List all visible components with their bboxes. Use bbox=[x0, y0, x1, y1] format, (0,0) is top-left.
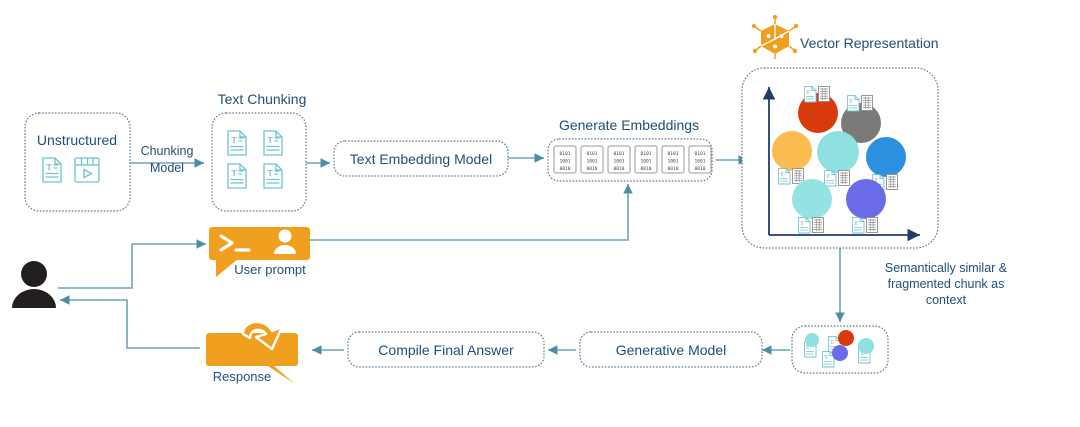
vector-representation-label: Vector Representation bbox=[800, 35, 939, 51]
node-generate-embeddings[interactable]: Generate Embeddings 0101 1001 0010 0101 … bbox=[547, 117, 713, 182]
unstructured-label: Unstructured bbox=[37, 132, 117, 148]
generative-model-label: Generative Model bbox=[616, 342, 727, 358]
svg-text:0101: 0101 bbox=[640, 151, 651, 157]
svg-text:0010: 0010 bbox=[694, 166, 705, 172]
reply-bubble-icon bbox=[206, 320, 298, 384]
svg-text:Chunking: Chunking bbox=[141, 144, 194, 158]
svg-text:Semantically similar &: Semantically similar & bbox=[885, 261, 1008, 275]
point-chunk-amber bbox=[772, 131, 812, 171]
svg-text:1001: 1001 bbox=[586, 159, 597, 165]
node-unstructured[interactable]: Unstructured bbox=[24, 112, 131, 212]
chunk-doc-icon bbox=[263, 130, 283, 156]
user-avatar-icon bbox=[12, 261, 56, 308]
node-response[interactable]: Response bbox=[206, 320, 298, 384]
chunking-model-label: Chunking Model bbox=[141, 144, 194, 175]
node-text-chunking[interactable]: Text Chunking bbox=[211, 91, 307, 212]
svg-text:1001: 1001 bbox=[694, 159, 705, 165]
text-embedding-model-label: Text Embedding Model bbox=[350, 151, 492, 167]
svg-text:fragmented chunk as: fragmented chunk as bbox=[888, 277, 1005, 291]
chunk-doc-icon bbox=[227, 130, 247, 156]
svg-text:0010: 0010 bbox=[667, 166, 678, 172]
text-chunking-label: Text Chunking bbox=[218, 91, 307, 107]
node-text-embedding-model[interactable]: Text Embedding Model bbox=[333, 140, 509, 177]
node-generative-model[interactable]: Generative Model bbox=[579, 331, 763, 368]
svg-text:1001: 1001 bbox=[667, 159, 678, 165]
svg-text:0101: 0101 bbox=[586, 151, 597, 157]
video-clip-icon bbox=[74, 157, 100, 183]
svg-text:1001: 1001 bbox=[640, 159, 651, 165]
terminal-user-icon bbox=[209, 227, 310, 277]
point-chunk-cyan bbox=[792, 179, 832, 219]
arrow-user-to-userprompt bbox=[58, 239, 206, 289]
point-chunk-blue bbox=[866, 137, 906, 177]
node-compile-final-answer[interactable]: Compile Final Answer bbox=[347, 331, 545, 368]
svg-text:0010: 0010 bbox=[559, 166, 570, 172]
svg-text:0010: 0010 bbox=[613, 166, 624, 172]
svg-text:Model: Model bbox=[150, 161, 184, 175]
svg-text:0101: 0101 bbox=[694, 151, 705, 157]
chunk-doc-icon bbox=[263, 163, 283, 189]
3d-cube-icon bbox=[751, 14, 799, 59]
response-label: Response bbox=[213, 369, 272, 384]
point-chunk-periwinkle bbox=[846, 179, 886, 219]
point-chunk-turquoise bbox=[817, 131, 859, 173]
generate-embeddings-label: Generate Embeddings bbox=[559, 117, 699, 133]
arrow-userprompt-to-embeddings bbox=[310, 184, 633, 241]
svg-text:1001: 1001 bbox=[559, 159, 570, 165]
embedding-binary-boxes: 0101 1001 0010 0101 1001 0010 0101 1001 … bbox=[553, 145, 712, 174]
flow-connectors bbox=[58, 153, 845, 355]
svg-text:0101: 0101 bbox=[667, 151, 678, 157]
arrow-response-to-user bbox=[59, 295, 200, 349]
point-chunk-red bbox=[798, 93, 838, 133]
point-chunk-gray bbox=[841, 103, 881, 143]
node-user-prompt[interactable]: User prompt bbox=[209, 227, 310, 277]
svg-text:0010: 0010 bbox=[586, 166, 597, 172]
semantic-note: Semantically similar & fragmented chunk … bbox=[885, 261, 1008, 307]
chunk-doc-icon bbox=[227, 163, 247, 189]
svg-text:context: context bbox=[926, 293, 967, 307]
node-retrieved-chunks[interactable] bbox=[791, 325, 889, 374]
compile-final-answer-label: Compile Final Answer bbox=[378, 342, 514, 358]
vector-space-points bbox=[772, 86, 906, 234]
svg-text:0101: 0101 bbox=[613, 151, 624, 157]
user-prompt-label: User prompt bbox=[234, 262, 306, 277]
node-vector-representation[interactable]: Vector Representation bbox=[741, 14, 939, 249]
svg-text:0101: 0101 bbox=[559, 151, 570, 157]
svg-text:1001: 1001 bbox=[613, 159, 624, 165]
text-document-icon bbox=[42, 157, 62, 183]
svg-text:0010: 0010 bbox=[640, 166, 651, 172]
